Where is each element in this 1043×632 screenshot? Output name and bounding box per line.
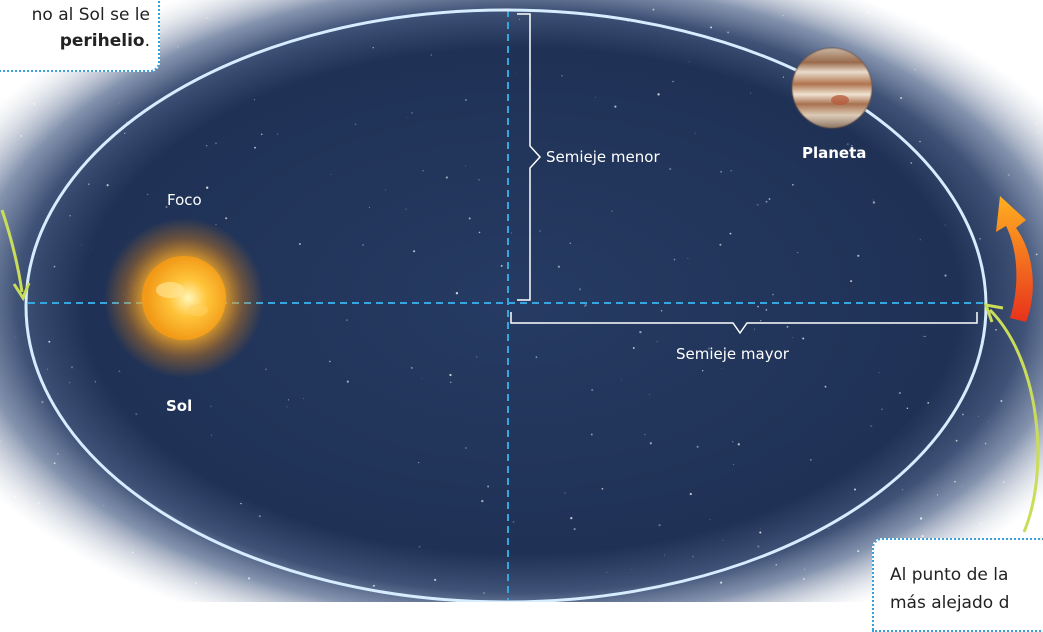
perihelion-period: . [144,31,150,51]
foco-label: Foco [167,191,202,209]
aphelion-callout: Al punto de la más alejado d [872,538,1043,632]
perihelion-callout: no al Sol se le perihelio. [0,0,160,72]
pointer-arrow-icon-left [0,209,24,293]
direction-arrow-icon [996,196,1033,322]
semieje-mayor-label: Semieje mayor [676,345,789,363]
aphelion-callout-line2: más alejado d [890,593,1010,613]
semieje-menor-label: Semieje menor [546,148,660,166]
minor-axis-bracket [517,13,542,301]
perihelion-callout-line2: perihelio. [60,28,150,54]
planeta-label: Planeta [802,144,867,162]
pointer-arrow-icon-right [988,308,1040,533]
sol-label: Sol [166,397,193,415]
pointer-arrowhead-left [12,282,31,302]
perihelion-callout-line1: no al Sol se le [31,5,150,25]
aphelion-callout-line1: Al punto de la [890,565,1009,585]
sun-icon [104,218,264,378]
orbit-diagram [0,0,1043,602]
perihelion-term: perihelio [59,31,145,51]
jupiter-icon [791,47,873,129]
major-axis-bracket [510,312,978,335]
pointer-arrowhead-right [983,303,1004,323]
